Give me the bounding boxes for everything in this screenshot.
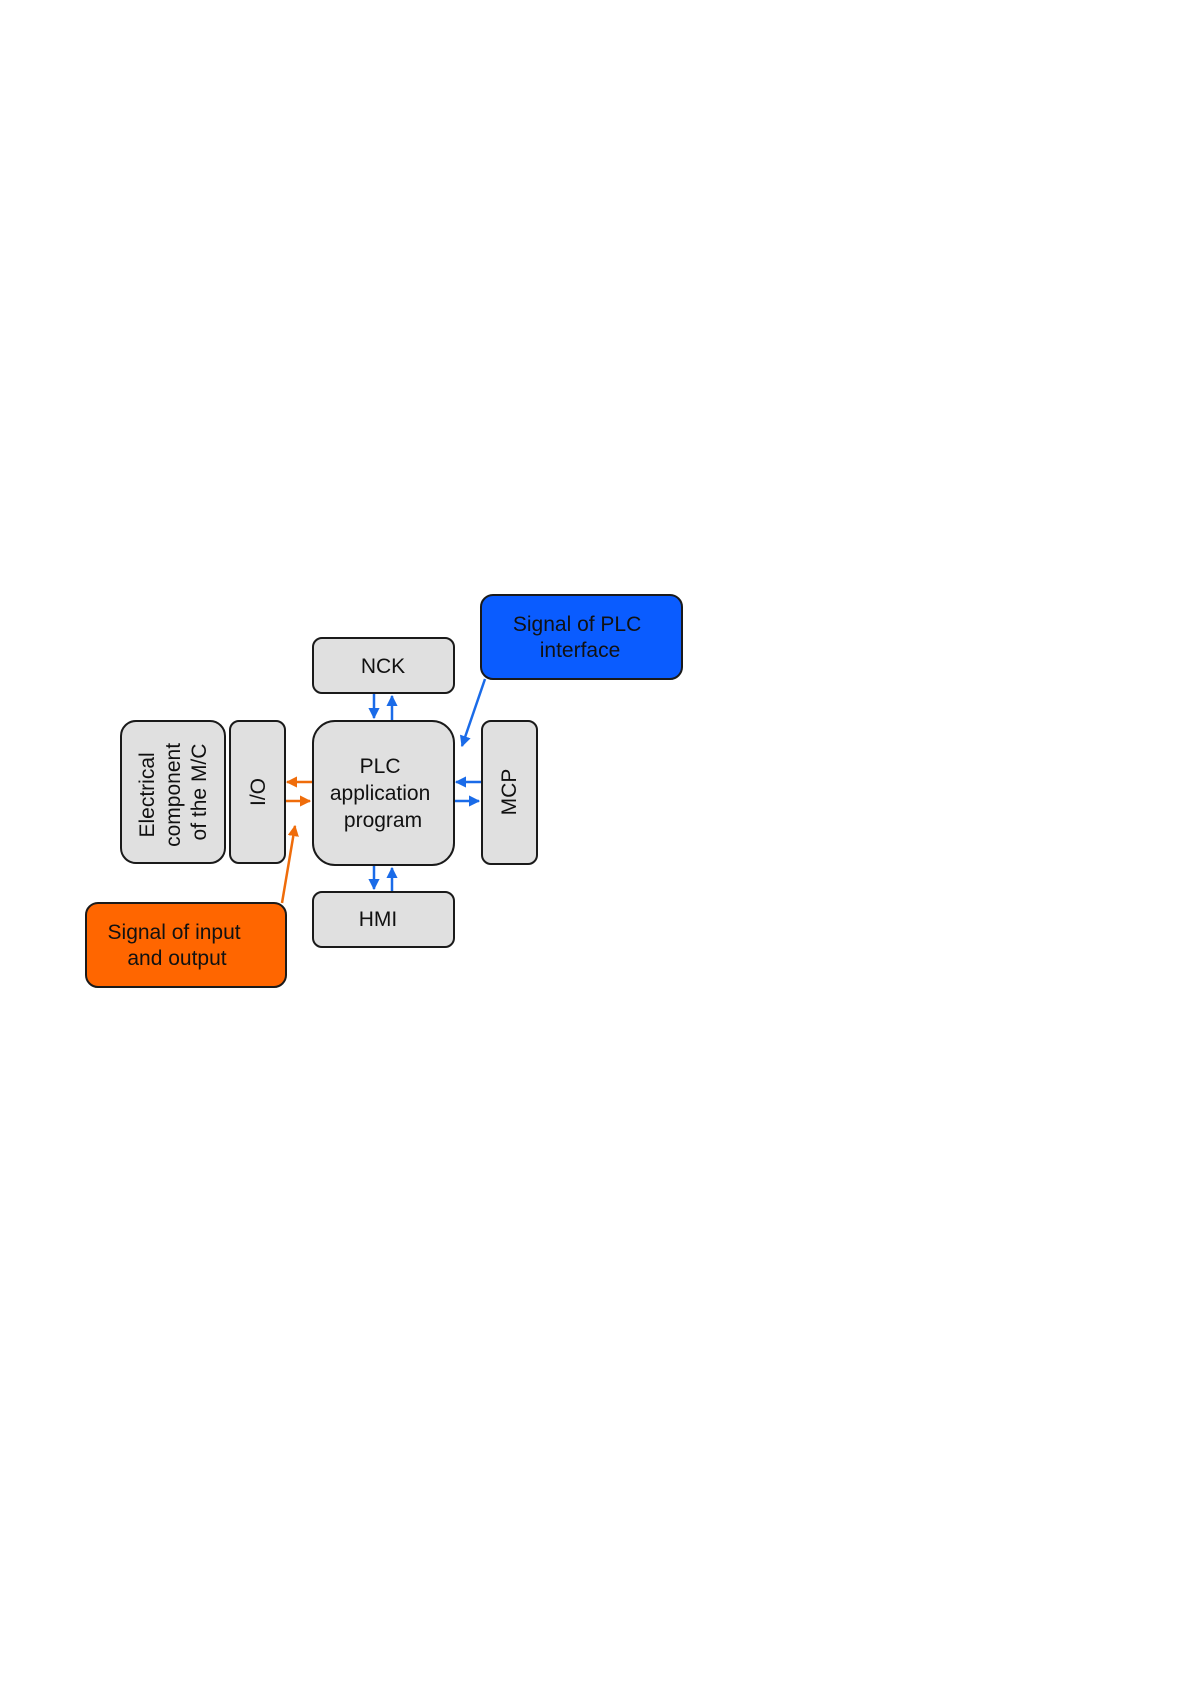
mcp-label: MCP bbox=[498, 769, 521, 816]
electrical-component-box: Electrical component of the M/C bbox=[121, 721, 225, 863]
plc-interface-signal-callout: Signal of PLC interface bbox=[481, 595, 682, 679]
hmi-label: HMI bbox=[359, 908, 398, 931]
io-signal-callout-line-1: Signal of input bbox=[108, 921, 241, 944]
plc-interface-callout-line-2: interface bbox=[540, 639, 621, 662]
plc-interface-callout-line-1: Signal of PLC bbox=[513, 613, 641, 636]
electrical-label-line-2: component bbox=[162, 743, 185, 847]
plc-application-program-box: PLC application program bbox=[313, 721, 454, 865]
mcp-box: MCP bbox=[482, 721, 537, 864]
electrical-label-line-3: of the M/C bbox=[188, 744, 211, 841]
nck-box: NCK bbox=[313, 638, 454, 693]
io-signal-callout: Signal of input and output bbox=[86, 903, 286, 987]
electrical-label: Electrical component of the M/C bbox=[136, 737, 211, 847]
plc-label-line-2: application bbox=[330, 782, 430, 805]
plc-interface-callout-shape bbox=[481, 595, 682, 679]
electrical-label-line-1: Electrical bbox=[136, 752, 159, 837]
hmi-box: HMI bbox=[313, 892, 454, 947]
nck-label: NCK bbox=[361, 655, 405, 678]
io-signal-callout-line-2: and output bbox=[127, 947, 226, 970]
io-signal-callout-shape bbox=[86, 903, 286, 987]
plc-label-line-3: program bbox=[344, 809, 422, 832]
plc-label-line-1: PLC bbox=[360, 755, 401, 778]
io-box: I/O bbox=[230, 721, 285, 863]
io-label: I/O bbox=[247, 778, 270, 806]
